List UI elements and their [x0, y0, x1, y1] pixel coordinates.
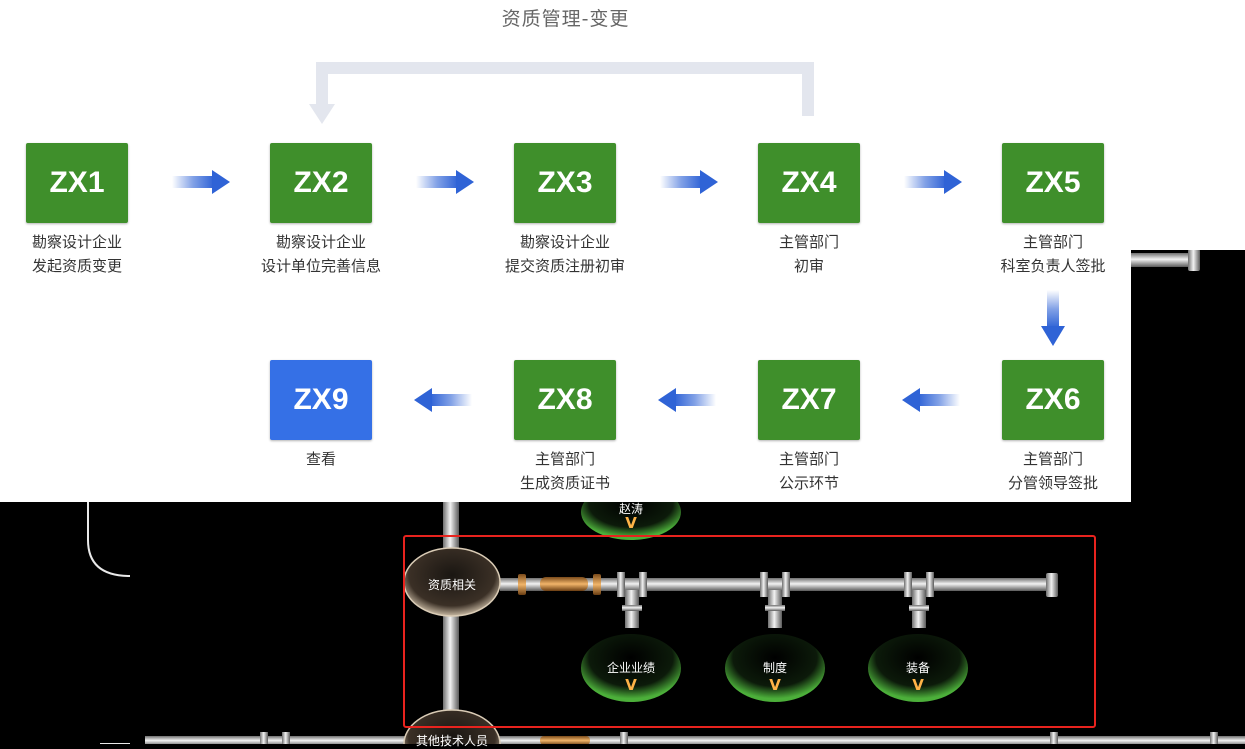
pipe-cap	[1046, 573, 1058, 597]
flow-arrows	[172, 62, 1065, 412]
step-box-zx2[interactable]: ZX2	[270, 143, 372, 223]
sub-node-bulb-1	[581, 634, 681, 702]
sub-node-bulb-3	[868, 634, 968, 702]
arrow-down	[1041, 290, 1065, 346]
sub-node-label[interactable]: 制度	[762, 661, 787, 675]
step-desc-line: 勘察设计企业	[31, 233, 122, 251]
sub-node-label[interactable]: 企业业绩	[606, 661, 655, 675]
pipe-cap	[1188, 249, 1200, 271]
highlight-frame	[403, 535, 1096, 728]
top-node-label: 赵涛	[618, 502, 643, 516]
step-desc-zx4: 主管部门 初审	[719, 230, 899, 278]
step-desc-zx7: 主管部门 公示环节	[719, 447, 899, 495]
step-desc-line: 主管部门	[1022, 233, 1083, 251]
step-box-zx3[interactable]: ZX3	[514, 143, 616, 223]
step-desc-line: 主管部门	[534, 450, 595, 468]
step-desc-zx2: 勘察设计企业 设计单位完善信息	[231, 230, 411, 278]
valve-flange	[593, 574, 601, 595]
tee-joint-1	[617, 572, 647, 628]
step-box-zx9[interactable]: ZX9	[270, 360, 372, 440]
step-desc-line: 发起资质变更	[31, 257, 122, 275]
valve-flange	[518, 574, 526, 595]
pipe-bottom	[145, 736, 1245, 744]
tee-joint-3	[904, 572, 934, 628]
step-desc-line: 主管部门	[778, 233, 839, 251]
sub-node-marker[interactable]: V	[769, 676, 781, 694]
step-desc-line: 公示环节	[778, 474, 839, 492]
step-box-zx1[interactable]: ZX1	[26, 143, 128, 223]
curve-line	[87, 502, 131, 577]
step-desc-line: 勘察设计企业	[275, 233, 366, 251]
step-desc-line: 主管部门	[778, 450, 839, 468]
step-desc-zx5: 主管部门 科室负责人签批	[963, 230, 1143, 278]
sub-node-marker[interactable]: V	[912, 676, 924, 694]
sub-node-label[interactable]: 装备	[905, 661, 930, 675]
step-desc-line: 查看	[305, 450, 336, 468]
step-desc-line: 科室负责人签批	[1000, 257, 1106, 275]
tee-joint-2	[760, 572, 790, 628]
step-box-zx6[interactable]: ZX6	[1002, 360, 1104, 440]
step-box-zx7[interactable]: ZX7	[758, 360, 860, 440]
step-box-zx8[interactable]: ZX8	[514, 360, 616, 440]
step-box-zx4[interactable]: ZX4	[758, 143, 860, 223]
pipe-horizontal	[500, 578, 1052, 591]
arrow-left	[658, 388, 716, 412]
step-desc-zx1: 勘察设计企业 发起资质变更	[0, 230, 167, 278]
sub-node-marker[interactable]: V	[625, 676, 637, 694]
bottom-hub-label[interactable]: 其他技术人员	[415, 734, 488, 748]
arrow-right	[416, 170, 474, 194]
arrow-right	[172, 170, 230, 194]
top-node-marker[interactable]: V	[625, 514, 637, 532]
step-desc-line: 分管领导签批	[1007, 474, 1098, 492]
step-desc-line: 主管部门	[1022, 450, 1083, 468]
step-desc-line: 设计单位完善信息	[260, 257, 381, 275]
arrow-right	[660, 170, 718, 194]
step-desc-zx9: 查看	[231, 447, 411, 471]
step-desc-line: 初审	[793, 257, 824, 275]
step-desc-line: 勘察设计企业	[519, 233, 610, 251]
flow-title: 资质管理-变更	[501, 8, 630, 30]
hub-label[interactable]: 资质相关	[427, 578, 476, 592]
step-desc-zx6: 主管部门 分管领导签批	[963, 447, 1143, 495]
step-desc-zx3: 勘察设计企业 提交资质注册初审	[475, 230, 655, 278]
sub-node-bulb-2	[725, 634, 825, 702]
flowchart-panel-extension	[1131, 0, 1245, 250]
pipe-segment-right-top	[1131, 253, 1191, 267]
step-desc-line: 提交资质注册初审	[504, 257, 625, 275]
step-desc-zx8: 主管部门 生成资质证书	[475, 447, 655, 495]
return-loop-arrow	[316, 62, 814, 116]
arrow-left	[902, 388, 960, 412]
step-desc-line: 生成资质证书	[519, 474, 610, 492]
valve-body	[540, 577, 588, 591]
step-box-zx5[interactable]: ZX5	[1002, 143, 1104, 223]
arrow-right	[904, 170, 962, 194]
arrow-left	[414, 388, 472, 412]
